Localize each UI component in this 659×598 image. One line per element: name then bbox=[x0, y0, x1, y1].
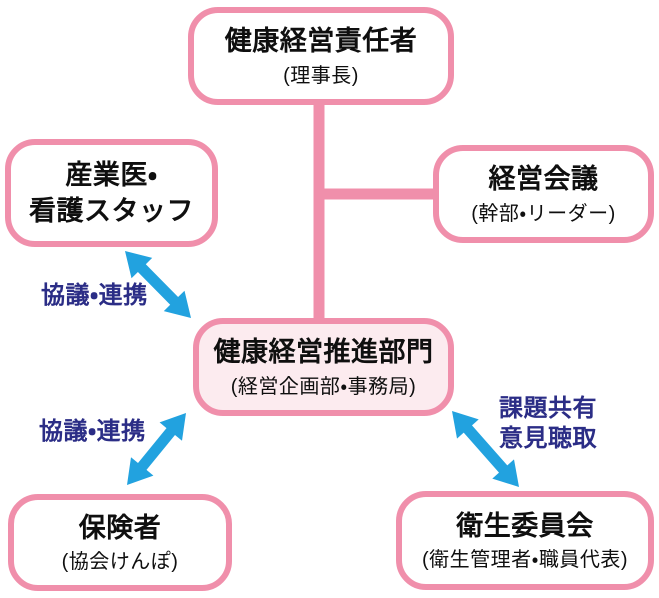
node-subtitle: (理事長) bbox=[283, 64, 359, 87]
node-occupational-physician-nursing-staff: 産業医・ 看護スタッフ bbox=[5, 139, 218, 247]
node-title: 保険者 bbox=[78, 512, 162, 543]
node-subtitle: (幹部・リーダー) bbox=[471, 202, 616, 225]
node-management-meeting: 経営会議 (幹部・リーダー) bbox=[433, 145, 654, 243]
node-title: 経営会議 bbox=[488, 164, 599, 195]
node-health-management-officer: 健康経営責任者 (理事長) bbox=[188, 7, 454, 105]
node-title: 産業医・ 看護スタッフ bbox=[29, 159, 194, 226]
node-health-management-promotion-dept: 健康経営推進部門 (経営企画部・事務局) bbox=[193, 318, 454, 416]
node-title: 健康経営責任者 bbox=[224, 26, 418, 57]
node-subtitle: (経営企画部・事務局) bbox=[230, 375, 417, 398]
edge-label-consult-cooperate-top: 協議・連携 bbox=[41, 282, 148, 309]
edge-label-consult-cooperate-bottom: 協議・連携 bbox=[39, 418, 146, 445]
edge-label-issue-sharing-opinion: 課題共有 意見聴取 bbox=[499, 395, 597, 452]
node-subtitle: (衛生管理者・職員代表) bbox=[421, 549, 629, 572]
node-health-committee: 衛生委員会 (衛生管理者・職員代表) bbox=[396, 491, 654, 590]
node-title: 健康経営推進部門 bbox=[213, 337, 434, 368]
node-title: 衛生委員会 bbox=[456, 510, 594, 541]
node-subtitle: (協会けんぽ) bbox=[61, 551, 179, 574]
node-insurer: 保険者 (協会けんぽ) bbox=[8, 494, 232, 591]
